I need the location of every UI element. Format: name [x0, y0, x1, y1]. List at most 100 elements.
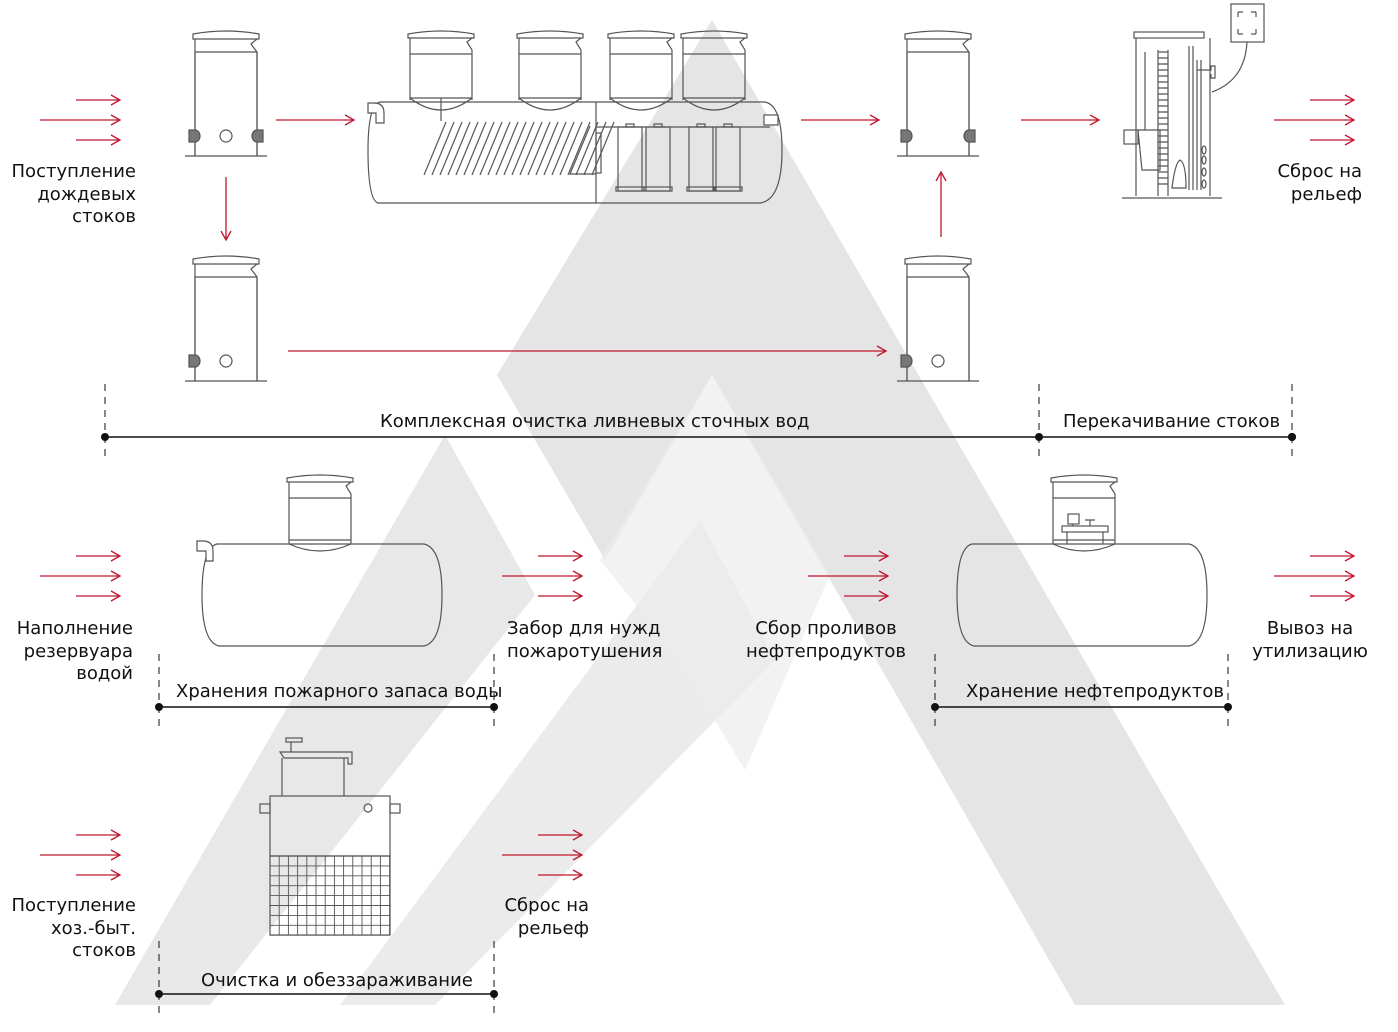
upper-module	[281, 758, 345, 796]
output-arrows-fire	[502, 550, 584, 602]
output-arrows-domestic	[502, 829, 584, 881]
station-lid	[1133, 31, 1205, 39]
stage-label-domestic-cleaning: Очистка и обеззараживание	[201, 970, 473, 991]
bypass-well	[185, 255, 267, 382]
watermark-logo	[115, 20, 1285, 1005]
sampling-well-bottom	[897, 255, 979, 382]
manhole-dome	[288, 543, 352, 552]
well-lid	[904, 30, 972, 40]
text-line: Вывоз на	[1266, 618, 1354, 639]
filter-cap	[653, 123, 663, 128]
text-line: водой	[76, 663, 133, 684]
text-line: стоков	[72, 940, 136, 961]
output-label-domestic: Сброс на рельеф	[504, 895, 589, 940]
text-line: рельеф	[517, 917, 589, 939]
manhole-neck	[680, 30, 748, 111]
input-label-domestic: Поступление хоз.-быт. стоков	[12, 895, 136, 963]
text-line: хоз.-быт.	[51, 917, 136, 939]
manhole-neck	[607, 30, 675, 111]
scale-endpoint	[155, 703, 163, 711]
well-lid	[192, 30, 260, 40]
manhole-lid	[286, 474, 354, 483]
tank-body	[367, 101, 783, 204]
sampling-well-top	[897, 30, 979, 157]
text-line: утилизацию	[1252, 640, 1368, 662]
float-switch	[1137, 52, 1161, 171]
filter-base	[713, 186, 743, 192]
text-line: Наполнение	[16, 618, 133, 639]
filter-cartridge	[713, 123, 743, 192]
pumping-station	[1122, 3, 1265, 199]
pipe-flange-left	[900, 354, 913, 368]
filter-cartridge	[643, 123, 673, 192]
text-line: рельеф	[1290, 183, 1362, 205]
inlet-elbow	[367, 102, 385, 124]
flow-arrows	[40, 94, 1356, 881]
input-arrows-storm	[40, 94, 122, 146]
valve-stem	[1066, 519, 1104, 544]
pipe-outlet	[219, 354, 233, 368]
control-cable	[1211, 41, 1248, 93]
output-arrows-storm	[1274, 94, 1356, 146]
lamella-block	[423, 121, 615, 176]
manhole-dome	[682, 97, 746, 111]
stage-label-pumping: Перекачивание стоков	[1063, 411, 1281, 432]
pump-float	[1201, 179, 1207, 189]
well-lid	[192, 255, 260, 265]
manhole-neck	[516, 30, 584, 111]
manhole-lid	[680, 30, 748, 39]
top-pipe	[278, 751, 353, 765]
pipe-flange-left	[900, 129, 913, 143]
watermark-inner-chevron	[600, 375, 830, 770]
filter-grid	[269, 855, 391, 936]
baffle	[595, 132, 602, 174]
guide-rail	[1188, 46, 1194, 190]
filter-section	[269, 855, 391, 936]
equipment-drawings	[185, 3, 1265, 936]
filter-base	[686, 186, 716, 192]
input-label-oil: Сбор проливов нефтепродуктов	[742, 618, 910, 663]
text-line: Поступление	[11, 161, 136, 182]
scale-endpoint	[931, 703, 939, 711]
pipe-flange-left	[188, 354, 201, 368]
pipe-flange-right	[251, 129, 264, 143]
manhole-lid	[1050, 474, 1118, 483]
scale-pumping-end	[1288, 384, 1296, 459]
ladder-rungs	[1158, 51, 1168, 185]
watermark-left-stripe	[115, 435, 535, 1005]
pump-float	[1201, 145, 1207, 155]
scale-endpoint	[490, 703, 498, 711]
output-label-fire: Забор для нужд пожаротушения	[507, 618, 662, 663]
cabinet-display	[1237, 11, 1257, 35]
pipe-flange-left	[188, 129, 201, 143]
text-line: Сброс на	[1277, 161, 1362, 182]
scale-endpoint	[155, 990, 163, 998]
manhole-lid	[516, 30, 584, 39]
manhole-wall	[288, 481, 352, 544]
output-label-storm: Сброс на рельеф	[1277, 161, 1362, 206]
scale-endpoint	[1288, 433, 1296, 441]
manhole-wall	[518, 37, 582, 100]
filter-cap	[723, 123, 733, 128]
output-label-oil: Вывоз на утилизацию	[1248, 618, 1372, 663]
inspection-port	[363, 803, 373, 813]
fire-water-tank	[196, 474, 443, 647]
text-line: Забор для нужд	[507, 618, 661, 639]
filter-cartridge	[686, 123, 716, 192]
text-line: нефтепродуктов	[745, 640, 907, 662]
scale-oil-storage	[931, 654, 1232, 729]
well-neck	[194, 263, 258, 381]
scale-domestic-cleaning	[155, 941, 498, 1016]
control-cabinet	[1230, 3, 1265, 43]
outlet-pipe	[389, 803, 401, 814]
input-arrows-domestic	[40, 829, 122, 881]
scale-endpoint	[1224, 703, 1232, 711]
manhole-wall	[1052, 481, 1116, 544]
stage-label-fire-storage: Хранения пожарного запаса воды	[176, 681, 503, 702]
discharge-pipe	[1196, 60, 1216, 190]
tank-body	[956, 543, 1208, 647]
filter-cartridge	[615, 123, 645, 192]
text-line: пожаротушения	[507, 640, 663, 662]
well-neck	[906, 263, 970, 381]
